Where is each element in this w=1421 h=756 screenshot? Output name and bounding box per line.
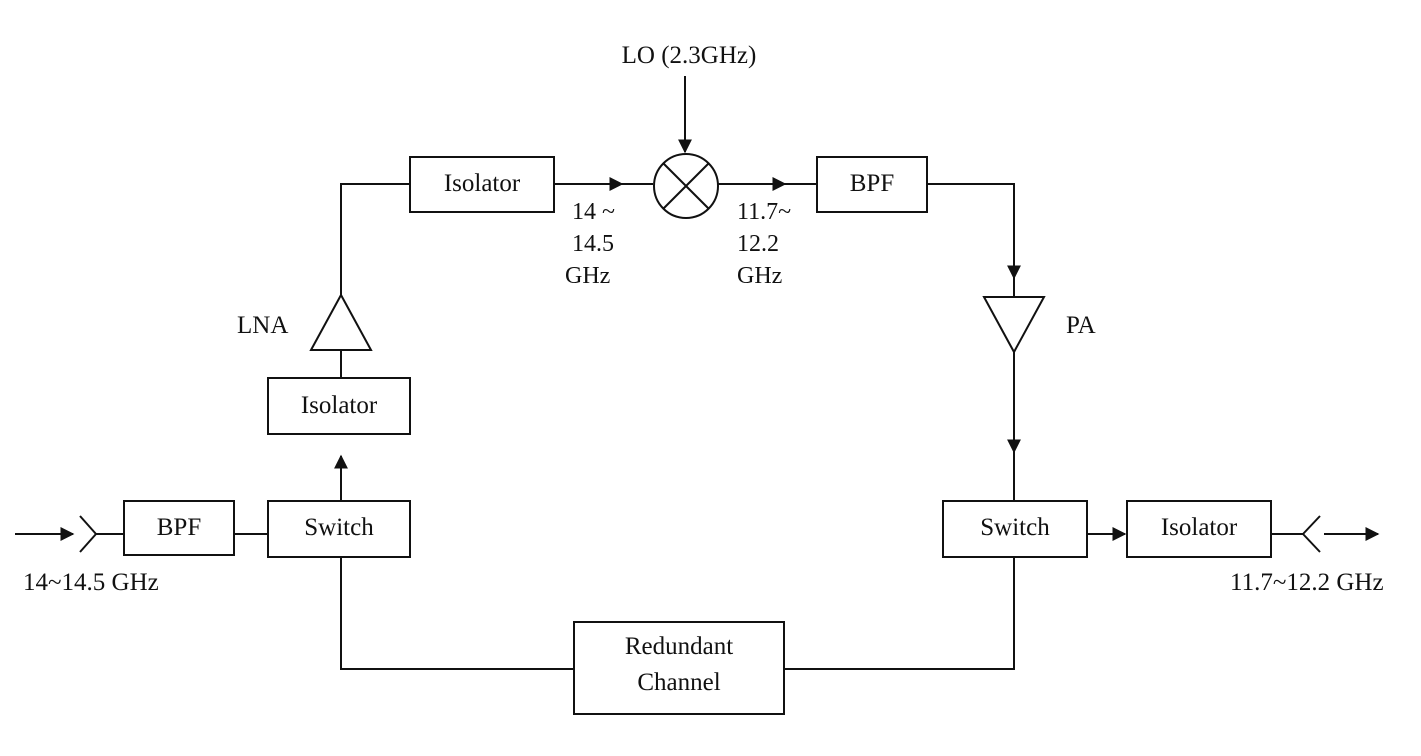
input-bpf-block: BPF (123, 500, 235, 556)
wire-redundant-switch (784, 557, 1015, 670)
output-bpf-block: BPF (816, 156, 928, 213)
wire-bpf-pa (927, 183, 1015, 276)
mixer-input-freq-line2: 14.5 (572, 231, 614, 257)
mixer-output-freq-line3: GHz (737, 263, 782, 289)
lna-amplifier-icon (309, 292, 373, 351)
input-bpf-label: BPF (157, 514, 201, 541)
output-frequency-label: 11.7~12.2 GHz (1230, 569, 1384, 596)
pa-label: PA (1066, 312, 1096, 339)
output-switch-label: Switch (980, 514, 1050, 541)
output-bpf-label: BPF (850, 170, 894, 197)
output-isolator-label: Isolator (1161, 514, 1238, 541)
lna-isolator-label: Isolator (301, 392, 378, 419)
receive-antenna-icon (79, 515, 97, 553)
redundant-label-line1: Redundant (625, 633, 733, 660)
input-switch-block: Switch (267, 500, 411, 558)
pa-amplifier-icon (982, 296, 1046, 355)
mixer-icon (653, 153, 719, 219)
redundant-label-line2: Channel (637, 669, 720, 696)
mixer-output-freq-line2: 12.2 (737, 231, 779, 257)
output-isolator-block: Isolator (1126, 500, 1272, 558)
top-isolator-text: Isolator (444, 170, 521, 197)
top-isolator-block: Isolator (409, 156, 555, 213)
transmit-antenna-icon (1302, 515, 1321, 553)
mixer-input-freq-line1: 14 ~ (572, 199, 615, 225)
output-switch-block: Switch (942, 500, 1088, 558)
redundant-channel-block: Redundant Channel (573, 621, 785, 715)
mixer-output-freq-line1: 11.7~ (737, 199, 791, 225)
wire-switch-redundant (340, 557, 574, 670)
mixer-input-freq-line3: GHz (565, 263, 610, 289)
wire-lna-top-isolator (340, 183, 410, 295)
lna-label: LNA (237, 312, 288, 339)
lo-label: LO (2.3GHz) (622, 42, 757, 69)
input-switch-label: Switch (304, 514, 374, 541)
lna-isolator-block: Isolator (267, 377, 411, 435)
input-frequency-label: 14~14.5 GHz (23, 569, 159, 596)
